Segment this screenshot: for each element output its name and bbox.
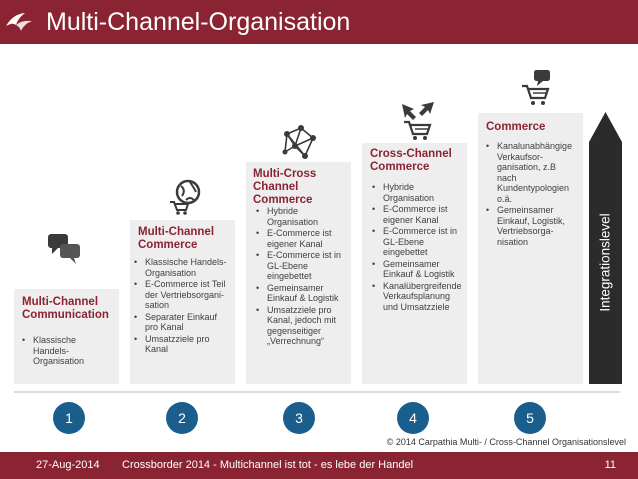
column-2-bullet: E-Commerce ist Teil der Vertriebsorgani-… [134,279,230,311]
column-1-title: Multi-Channel Communication [22,296,109,321]
column-1-bullets: Klassische Handels-Organisation [22,335,114,368]
column-3-bullet: Gemeinsamer Einkauf & Logistik [256,283,348,304]
page-number: 11 [604,459,616,471]
integration-level-bar [589,112,622,384]
arrows-cart-icon [402,102,434,140]
integration-level-label: Integrationslevel [598,212,613,312]
column-5-bullet: Gemeinsamer Einkauf, Logistik, Vertriebs… [486,205,578,247]
baseline-divider [14,391,620,393]
column-2-bullets: Klassische Handels-Organisation E-Commer… [134,257,230,356]
column-4-bullet: Kanalübergreifende Verkaufsplanung und U… [372,281,464,313]
column-5-bullets: Kanalunabhängige Verkaufsor-ganisation, … [486,141,578,248]
column-2-title: Multi-Channel Commerce [138,226,215,251]
column-2-bullet: Klassische Handels-Organisation [134,257,230,278]
column-1-bullet: Klassische Handels-Organisation [22,335,114,367]
slide-footer: 27-Aug-2014 Crossborder 2014 - Multichan… [0,452,638,479]
column-4-bullets: Hybride Organisation E-Commerce ist eige… [372,182,464,313]
column-3-bullet: E-Commerce ist in GL-Ebene eingebettet [256,250,348,282]
column-4-bullet: E-Commerce ist eigener Kanal [372,204,464,225]
speech-bubbles-icon [48,234,80,264]
column-3-title: Multi-Cross Channel Commerce [253,168,317,206]
integration-level-label-wrap: Integrationslevel [589,140,622,384]
step-number-4: 4 [397,402,429,434]
column-4-bullet: E-Commerce ist in GL-Ebene eingebettet [372,226,464,258]
slide-header: Multi-Channel-Organisation [0,0,638,44]
step-number-5: 5 [514,402,546,434]
column-5-bullet: Kanalunabhängige Verkaufsor-ganisation, … [486,141,578,204]
globe-cart-icon [170,179,201,215]
step-number-3: 3 [283,402,315,434]
column-3-bullets: Hybride Organisation E-Commerce ist eige… [256,206,348,348]
footer-text: Crossborder 2014 - Multichannel ist tot … [122,459,414,471]
footer-date: 27-Aug-2014 [36,459,100,471]
column-3-bullet: Hybride Organisation [256,206,348,227]
column-3-bullet: E-Commerce ist eigener Kanal [256,228,348,249]
copyright-note: © 2014 Carpathia Multi- / Cross-Channel … [386,437,626,447]
bird-logo-icon [6,13,32,31]
page-title: Multi-Channel-Organisation [46,8,351,36]
column-5-title: Commerce [486,121,546,133]
step-number-2: 2 [166,402,198,434]
column-2-bullet: Umsatzziele pro Kanal [134,334,230,355]
column-3-bullet: Umsatzziele pro Kanal, jedoch mit gegens… [256,305,348,347]
column-4-bullet: Hybride Organisation [372,182,464,203]
column-2-bullet: Separater Einkauf pro Kanal [134,312,230,333]
step-number-1: 1 [53,402,85,434]
column-4-bullet: Gemeinsamer Einkauf & Logistik [372,259,464,280]
bubble-cart-icon [522,70,550,105]
network-icon [282,125,316,159]
column-4-title: Cross-Channel Commerce [370,148,452,173]
